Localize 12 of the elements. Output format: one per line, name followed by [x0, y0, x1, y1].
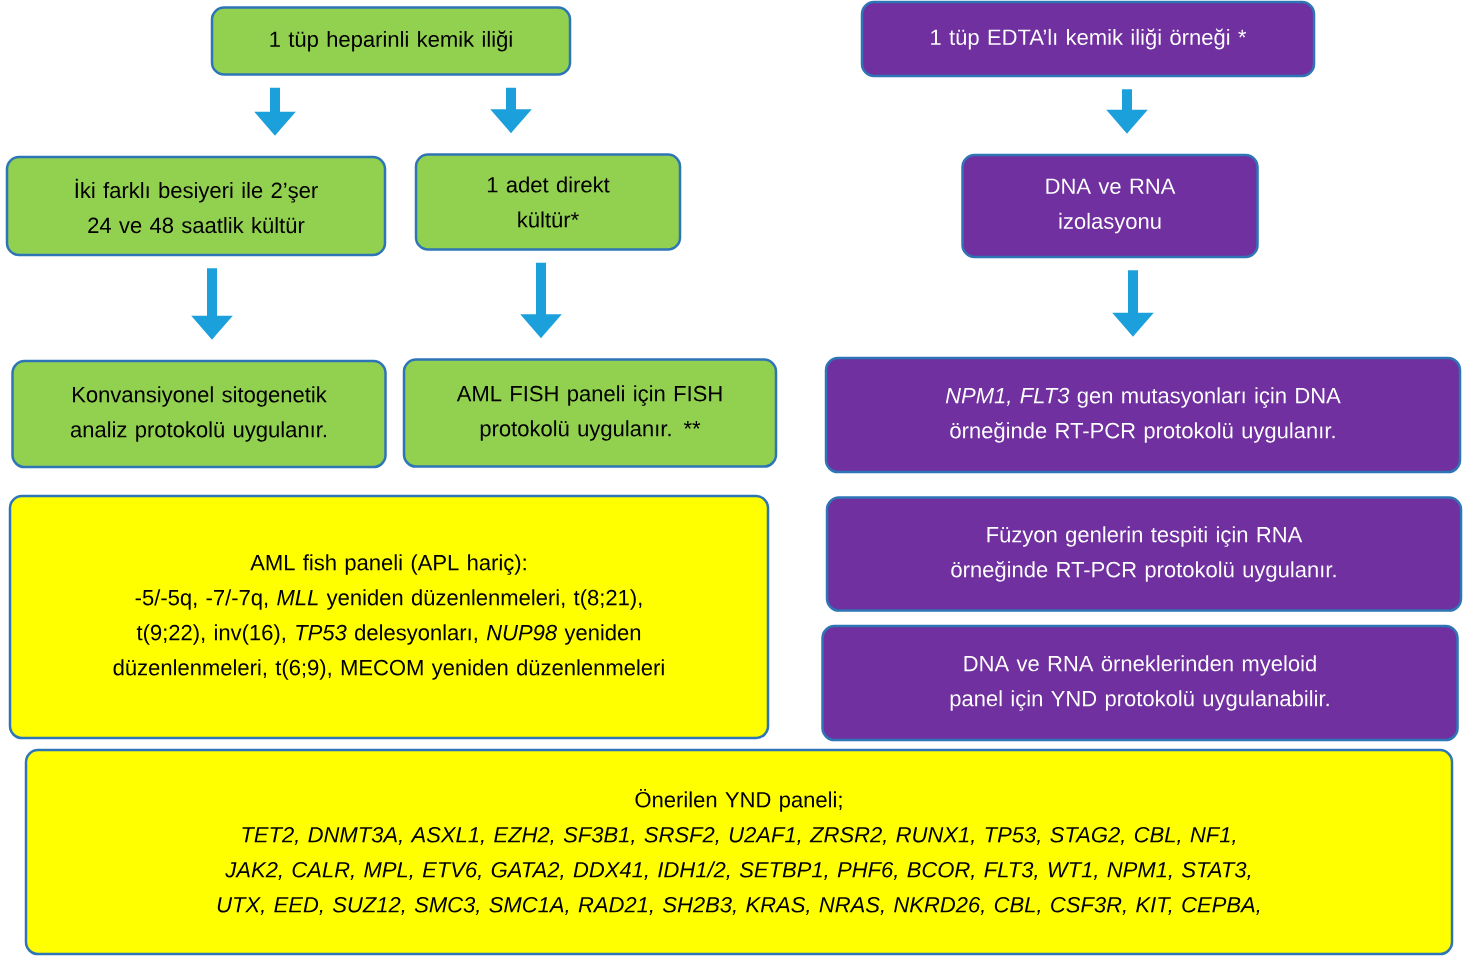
process-box: Konvansiyonel sitogenetik analiz protokolü uygulanır.: [11, 359, 387, 469]
info-box: AML fish paneli (APL hariç): -5/-5q, -7/-7q, MLL yeniden düzenlenmeleri, t(8;21), t(9;22), inv(16), TP53 delesyonları, NUP98 yeniden düzenlenmeleri, t(6;9), MECOM yeniden düzenlenmeleri: [8, 494, 770, 740]
process-box: 1 tüp heparinli kemik iliği: [210, 6, 572, 76]
process-box: NPM1, FLT3 gen mutasyonları için DNA örneğinde RT-PCR protokolü uygulanır.: [824, 356, 1462, 474]
process-box: 1 tüp EDTA’lı kemik iliği örneği *: [860, 0, 1316, 78]
process-box: Füzyon genlerin tespiti için RNA örneğinde RT-PCR protokolü uygulanır.: [825, 496, 1463, 612]
process-box: İki farklı besiyeri ile 2’şer 24 ve 48 saatlik kültür: [5, 155, 387, 257]
process-box: AML FISH paneli için FISH protokolü uygulanır. **: [402, 358, 778, 468]
process-box: 1 adet direkt kültür*: [414, 153, 682, 251]
process-box: DNA ve RNA örneklerinden myeloid panel için YND protokolü uygulanabilir.: [821, 624, 1459, 742]
info-box: Önerilen YND paneli; TET2, DNMT3A, ASXL1, EZH2, SF3B1, SRSF2, U2AF1, ZRSR2, RUNX1, TP53, STAG2, CBL, NF1, JAK2, CALR, MPL, ETV6, GATA2, DDX41, IDH1/2, SETBP1, PHF6, BCOR, FLT3, WT1, NPM1, STAT3, UTX, EED, SUZ12, SMC3, SMC1A, RAD21, SH2B3, KRAS, NRAS, NKRD26, CBL, CSF3R, KIT, CEPBA,: [24, 748, 1454, 956]
process-box: DNA ve RNA izolasyonu: [961, 153, 1259, 259]
